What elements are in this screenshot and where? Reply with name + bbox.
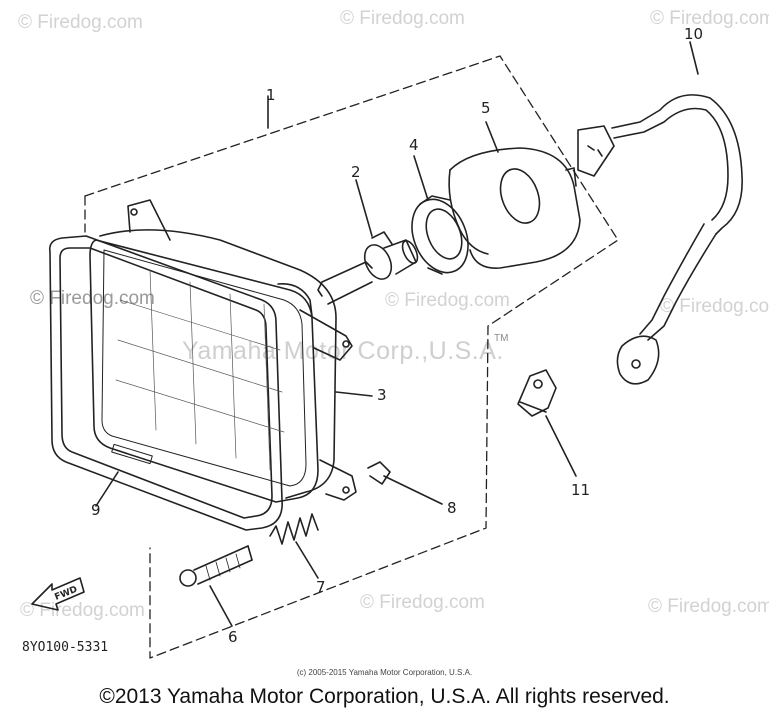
watermark-mid-right: © Firedog.com [660, 296, 769, 317]
watermark-top-center: © Firedog.com [340, 8, 465, 29]
diagram-part-number: 8YO100-5331 [22, 640, 109, 655]
trademark-mark: TM [494, 333, 509, 344]
callout-7: 7 [316, 578, 326, 596]
leader-3 [335, 391, 373, 397]
watermark-bottom-left: © Firedog.com [20, 600, 145, 621]
spring [269, 513, 319, 545]
watermark-top-right: © Firedog.com [650, 8, 769, 29]
watermark-bottom-center: © Firedog.com [360, 592, 485, 613]
fwd-arrow-icon [31, 577, 85, 611]
callout-6: 6 [228, 628, 238, 646]
bulb [317, 231, 419, 305]
wire-harness [577, 94, 743, 385]
copyright-main: ©2013 Yamaha Motor Corporation, U.S.A. A… [99, 685, 670, 708]
callout-2: 2 [351, 163, 361, 181]
callout-8: 8 [447, 499, 457, 517]
leader-4 [413, 155, 429, 201]
headlight-rim [48, 235, 283, 531]
leader-9 [95, 471, 119, 507]
headlight-lens [89, 239, 319, 503]
callout-5: 5 [481, 99, 491, 117]
cable-clamp [517, 369, 557, 417]
leader-5 [485, 121, 499, 153]
callout-9: 9 [91, 501, 101, 519]
adjust-bolt [179, 545, 253, 587]
headlight-case [99, 199, 357, 501]
copyright-small: (c) 2005-2015 Yamaha Motor Corporation, … [296, 668, 473, 677]
callout-11: 11 [571, 481, 591, 499]
leader-2 [355, 179, 373, 237]
rubber-cover [448, 147, 581, 269]
leader-6 [209, 585, 233, 627]
assembly-boundary [84, 55, 619, 659]
callout-4: 4 [409, 136, 419, 154]
watermark-top-left: © Firedog.com [18, 12, 143, 33]
leader-8 [383, 475, 443, 505]
watermark-yamaha: Yamaha Motor Corp.,U.S.A. [182, 337, 504, 365]
leader-7 [295, 541, 319, 579]
watermark-mid-center: © Firedog.com [385, 290, 510, 311]
callout-3: 3 [377, 386, 387, 404]
callout-10: 10 [684, 25, 704, 43]
watermark-bottom-right: © Firedog.com [648, 596, 769, 617]
leader-10 [689, 41, 699, 75]
clip [367, 461, 391, 485]
callout-1: 1 [266, 86, 276, 104]
leader-11 [545, 415, 577, 477]
bulb-socket [411, 195, 469, 275]
